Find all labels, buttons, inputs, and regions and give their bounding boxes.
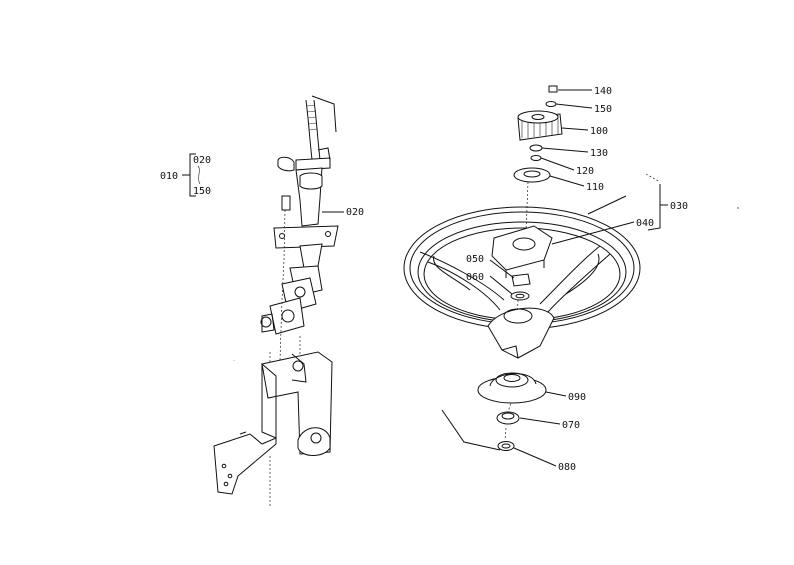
callout-group-010: 010 020 150	[160, 153, 211, 197]
callout-090-label: 090	[568, 392, 586, 403]
callout-010-range-end: 150	[193, 186, 211, 197]
callout-140-label: 140	[594, 86, 612, 97]
callout-070: 070	[519, 417, 580, 431]
steering-wheel-assembly	[403, 85, 641, 451]
callout-150: 150	[555, 103, 612, 115]
callout-030: 030	[587, 173, 688, 231]
steering-column-assembly	[213, 95, 339, 506]
callout-080-label: 080	[558, 462, 576, 473]
callout-010: 010	[160, 171, 178, 182]
callout-100: 100	[561, 126, 608, 137]
callout-050: 050	[466, 254, 515, 279]
callout-030-label: 030	[670, 201, 688, 212]
callout-060-label: 060	[466, 272, 484, 283]
callout-130-label: 130	[590, 148, 608, 159]
callout-140: 140	[558, 86, 612, 97]
callout-100-label: 100	[590, 126, 608, 137]
callout-070-label: 070	[562, 420, 580, 431]
callout-110: 110	[549, 175, 604, 193]
callout-150-label: 150	[594, 104, 612, 115]
callout-040-label: 040	[636, 218, 654, 229]
callout-110-label: 110	[586, 182, 604, 193]
speck	[737, 207, 739, 209]
callout-060: 060	[466, 272, 513, 295]
callout-080: 080	[513, 447, 576, 473]
callout-050-label: 050	[466, 254, 484, 265]
callout-120-label: 120	[576, 166, 594, 177]
callout-120: 120	[540, 157, 594, 177]
callout-040: 040	[551, 218, 654, 245]
callout-090: 090	[545, 391, 586, 403]
callout-010-range-start: 020	[193, 155, 211, 166]
callout-020-label: 020	[346, 207, 364, 218]
callout-130: 130	[541, 147, 608, 159]
callout-020: 020	[322, 207, 364, 218]
